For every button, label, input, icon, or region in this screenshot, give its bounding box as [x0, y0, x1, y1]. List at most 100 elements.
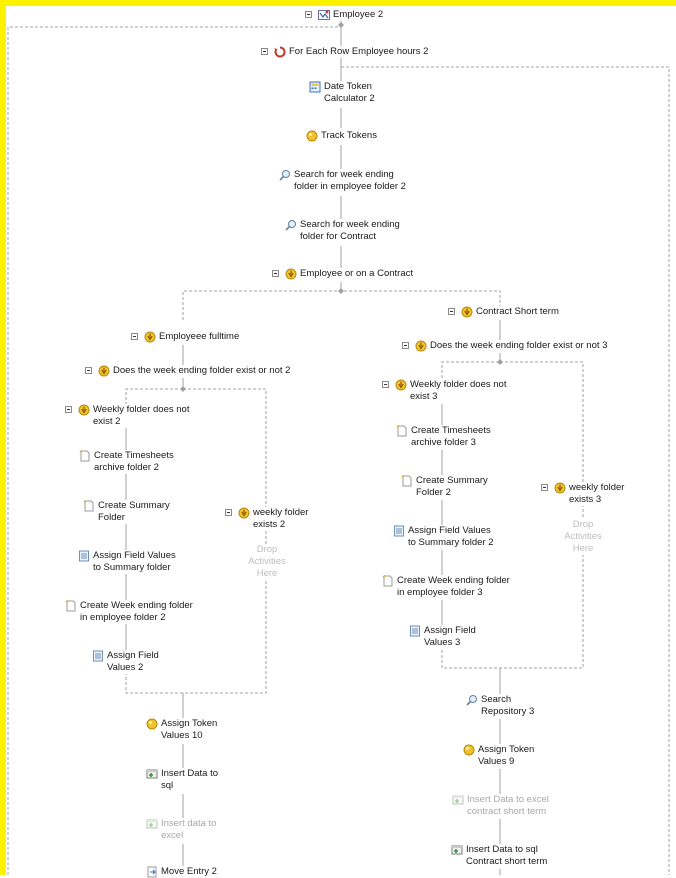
- collapse-toggle[interactable]: [131, 333, 138, 340]
- activity-contract-short-term[interactable]: Contract Short term: [448, 306, 559, 318]
- drop-activities-zone[interactable]: Drop Activities Here: [557, 519, 609, 555]
- activity-create-week-ending-folder-2[interactable]: Create Week ending folder in employee fo…: [65, 600, 193, 624]
- activity-label: Track Tokens: [321, 130, 377, 142]
- decision-icon: [144, 331, 156, 343]
- activity-for-each-row[interactable]: For Each Row Employee hours 2: [261, 46, 429, 58]
- decision-icon: [554, 482, 566, 494]
- collapse-toggle[interactable]: [541, 484, 548, 491]
- token-icon: [306, 130, 318, 142]
- activity-label: Insert Data to sql Contract short term: [466, 844, 548, 868]
- activity-label: Search for week ending folder in employe…: [294, 169, 406, 193]
- create-folder-icon: [83, 500, 94, 512]
- field-values-icon: [410, 625, 420, 637]
- decision-icon: [98, 365, 110, 377]
- database-insert-icon: [451, 845, 463, 855]
- activity-insert-data-to-excel[interactable]: Insert data to excel: [146, 818, 217, 842]
- collapse-toggle[interactable]: [448, 308, 455, 315]
- field-values-icon: [394, 525, 404, 537]
- activity-search-week-ending-contract[interactable]: Search for week ending folder for Contra…: [285, 219, 400, 243]
- database-insert-icon: [146, 769, 158, 779]
- activity-assign-field-values-summary[interactable]: Assign Field Values to Summary folder: [78, 550, 176, 574]
- activity-create-summary-folder[interactable]: Create Summary Folder: [83, 500, 170, 524]
- collapse-toggle[interactable]: [402, 342, 409, 349]
- activity-weekly-folder-exists-2[interactable]: weekly folder exists 2: [225, 507, 309, 531]
- designer-frame-top: [0, 0, 676, 6]
- activity-label: Does the week ending folder exist or not…: [430, 340, 608, 352]
- activity-move-entry-2[interactable]: Move Entry 2: [146, 866, 217, 878]
- activity-does-week-folder-exist-2[interactable]: Does the week ending folder exist or not…: [85, 365, 291, 377]
- designer-frame-left: [0, 0, 6, 875]
- activity-decision-employee-or-contract[interactable]: Employee or on a Contract: [272, 268, 414, 280]
- activity-assign-field-values-summary-2[interactable]: Assign Field Values to Summary folder 2: [393, 525, 494, 549]
- activity-label: Employeee fulltime: [159, 331, 240, 343]
- activity-create-timesheets-archive-3[interactable]: Create Timesheets archive folder 3: [396, 425, 491, 449]
- create-folder-icon: [396, 425, 407, 437]
- drop-activities-zone[interactable]: Drop Activities Here: [241, 544, 293, 580]
- collapse-toggle[interactable]: [305, 11, 312, 18]
- activity-employeee-fulltime[interactable]: Employeee fulltime: [131, 331, 240, 343]
- activity-label: Employee or on a Contract: [300, 268, 414, 280]
- activity-label: Contract Short term: [476, 306, 559, 318]
- activity-weekly-folder-exists-3[interactable]: weekly folder exists 3: [541, 482, 625, 506]
- search-icon: [285, 220, 296, 231]
- activity-insert-data-to-sql[interactable]: Insert Data to sql: [146, 768, 219, 792]
- move-entry-icon: [147, 866, 157, 878]
- collapse-toggle[interactable]: [225, 509, 232, 516]
- activity-label: Does the week ending folder exist or not…: [113, 365, 291, 377]
- activity-search-repository-3[interactable]: Search Repository 3: [466, 694, 535, 718]
- collapse-toggle[interactable]: [261, 48, 268, 55]
- field-values-icon: [79, 550, 89, 562]
- activity-employee-2[interactable]: Employee 2: [305, 9, 384, 21]
- search-icon: [466, 695, 477, 706]
- activity-label: Insert Data to excel contract short term: [467, 794, 549, 818]
- activity-date-token-calculator-2[interactable]: Date Token Calculator 2: [309, 81, 375, 105]
- activity-insert-data-sql-contract[interactable]: Insert Data to sql Contract short term: [451, 844, 548, 868]
- decision-icon: [461, 306, 473, 318]
- activity-search-week-ending-employee-2[interactable]: Search for week ending folder in employe…: [279, 169, 406, 193]
- activity-label: Weekly folder does not exist 3: [410, 379, 507, 403]
- create-folder-icon: [382, 575, 393, 587]
- create-folder-icon: [65, 600, 76, 612]
- workflow-icon: [318, 10, 330, 20]
- activity-label: Assign Field Values 2: [107, 650, 159, 674]
- activity-weekly-folder-not-exist-3[interactable]: Weekly folder does not exist 3: [382, 379, 507, 403]
- collapse-toggle[interactable]: [272, 270, 279, 277]
- loop-icon: [274, 46, 286, 58]
- activity-label: Insert data to excel: [161, 818, 217, 842]
- activity-label: For Each Row Employee hours 2: [289, 46, 429, 58]
- activity-label: Assign Field Values to Summary folder 2: [408, 525, 494, 549]
- activity-label: Assign Field Values to Summary folder: [93, 550, 176, 574]
- activity-assign-field-values-3[interactable]: Assign Field Values 3: [409, 625, 476, 649]
- activity-label: Date Token Calculator 2: [324, 81, 375, 105]
- activity-assign-token-values-9[interactable]: Assign Token Values 9: [463, 744, 535, 768]
- collapse-toggle[interactable]: [85, 367, 92, 374]
- activity-label: Create Summary Folder 2: [416, 475, 488, 499]
- activity-label: Weekly folder does not exist 2: [93, 404, 190, 428]
- activity-insert-data-excel-contract[interactable]: Insert Data to excel contract short term: [452, 794, 549, 818]
- token-icon: [463, 744, 475, 756]
- activity-weekly-folder-not-exist-2[interactable]: Weekly folder does not exist 2: [65, 404, 190, 428]
- decision-icon: [395, 379, 407, 391]
- activity-label: Employee 2: [333, 9, 384, 21]
- decision-icon: [238, 507, 250, 519]
- activity-assign-token-values-10[interactable]: Assign Token Values 10: [146, 718, 218, 742]
- activity-assign-field-values-2[interactable]: Assign Field Values 2: [92, 650, 159, 674]
- activity-label: Search Repository 3: [481, 694, 535, 718]
- activity-label: Assign Token Values 9: [478, 744, 535, 768]
- activity-create-week-ending-folder-3[interactable]: Create Week ending folder in employee fo…: [382, 575, 510, 599]
- activity-create-timesheets-archive-2[interactable]: Create Timesheets archive folder 2: [79, 450, 174, 474]
- activity-track-tokens[interactable]: Track Tokens: [306, 130, 377, 142]
- collapse-toggle[interactable]: [382, 381, 389, 388]
- token-icon: [146, 718, 158, 730]
- activity-label: weekly folder exists 2: [253, 507, 309, 531]
- activity-label: weekly folder exists 3: [569, 482, 625, 506]
- decision-icon: [285, 268, 297, 280]
- activity-label: Create Timesheets archive folder 3: [411, 425, 491, 449]
- collapse-toggle[interactable]: [65, 406, 72, 413]
- activity-label: Create Week ending folder in employee fo…: [80, 600, 193, 624]
- database-insert-icon: [452, 795, 464, 805]
- activity-create-summary-folder-2[interactable]: Create Summary Folder 2: [401, 475, 488, 499]
- activity-does-week-folder-exist-3[interactable]: Does the week ending folder exist or not…: [402, 340, 608, 352]
- decision-icon: [415, 340, 427, 352]
